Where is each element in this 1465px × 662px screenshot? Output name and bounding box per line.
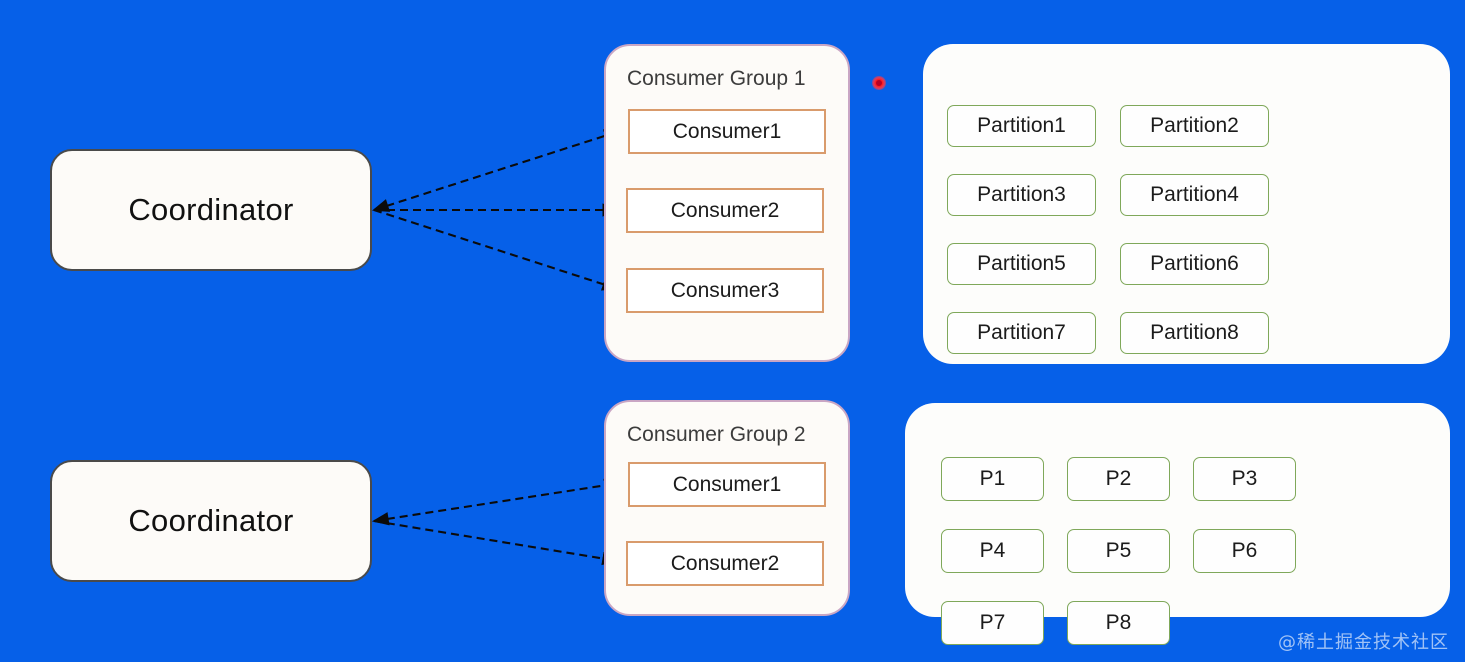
consumer-label: Consumer2 [670,198,780,222]
partition-label: Partition6 [1150,252,1239,275]
arrow-coordinator2-to-consumer2 [373,519,620,566]
partition-box[interactable]: Partition2 [1120,105,1269,147]
partition-label: Partition4 [1150,183,1239,206]
consumer-box[interactable]: Consumer1 [628,109,826,154]
partition-box[interactable]: P6 [1193,529,1296,573]
consumer-label: Consumer1 [672,119,782,143]
consumer-label: Consumer1 [672,472,782,496]
consumer-box[interactable]: Consumer2 [626,188,824,233]
partition-box[interactable]: P3 [1193,457,1296,501]
arrow-coordinator-to-consumer3 [373,209,619,291]
partition-box[interactable]: Partition4 [1120,174,1269,216]
partition-label: Partition2 [1150,114,1239,137]
coordinator-box-bottom[interactable]: Coordinator [50,460,372,582]
partition-label: Partition1 [977,114,1066,137]
arrow-group-top [372,129,621,291]
partition-label: P4 [979,539,1006,562]
arrow-coordinator-to-consumer1 [372,129,621,212]
consumer-box[interactable]: Consumer3 [626,268,824,313]
partition-box[interactable]: Partition5 [947,243,1096,285]
partition-panel-top: Partition1 Partition2 Partition3 Partiti… [923,44,1450,364]
partition-box[interactable]: P8 [1067,601,1170,645]
partition-box[interactable]: Partition7 [947,312,1096,354]
consumer-group-card-2[interactable]: Consumer Group 2 Consumer1 Consumer2 [604,400,850,616]
partition-box[interactable]: P4 [941,529,1044,573]
partition-panel-bottom: P1 P2 P3 P4 P5 P6 P7 P8 [905,403,1450,645]
partition-label: Partition5 [977,252,1066,275]
partition-label: P6 [1231,539,1258,562]
watermark-text: @稀土掘金技术社区 [1278,632,1449,653]
partition-label: P5 [1105,539,1132,562]
consumer-box[interactable]: Consumer1 [628,462,826,507]
coordinator-box-top[interactable]: Coordinator [50,149,372,271]
partition-box[interactable]: Partition3 [947,174,1096,216]
consumer-group-title: Consumer Group 1 [627,67,806,90]
partition-label: Partition7 [977,321,1066,344]
consumer-label: Consumer2 [670,551,780,575]
red-dot-icon [872,76,886,90]
partition-box[interactable]: Partition6 [1120,243,1269,285]
partition-box[interactable]: Partition8 [1120,312,1269,354]
arrow-group-bottom [371,478,622,566]
partition-grid: P1 P2 P3 P4 P5 P6 P7 P8 [941,457,1416,645]
arrow-coordinator2-to-consumer1 [371,478,622,526]
partition-grid: Partition1 Partition2 Partition3 Partiti… [947,105,1432,354]
partition-label: P8 [1105,611,1132,634]
partition-label: P2 [1105,467,1132,490]
partition-box[interactable]: P1 [941,457,1044,501]
consumer-group-card-1[interactable]: Consumer Group 1 Consumer1 Consumer2 Con… [604,44,850,362]
partition-label: P1 [979,467,1006,490]
partition-label: P7 [979,611,1006,634]
partition-box[interactable]: P5 [1067,529,1170,573]
coordinator-label: Coordinator [128,192,294,227]
partition-box[interactable]: Partition1 [947,105,1096,147]
consumer-label: Consumer3 [670,278,780,302]
partition-label: P3 [1231,467,1258,490]
partition-box[interactable]: P7 [941,601,1044,645]
coordinator-label: Coordinator [128,503,294,538]
consumer-group-title: Consumer Group 2 [627,423,806,446]
consumer-box[interactable]: Consumer2 [626,541,824,586]
partition-label: Partition8 [1150,321,1239,344]
partition-box[interactable]: P2 [1067,457,1170,501]
partition-label: Partition3 [977,183,1066,206]
